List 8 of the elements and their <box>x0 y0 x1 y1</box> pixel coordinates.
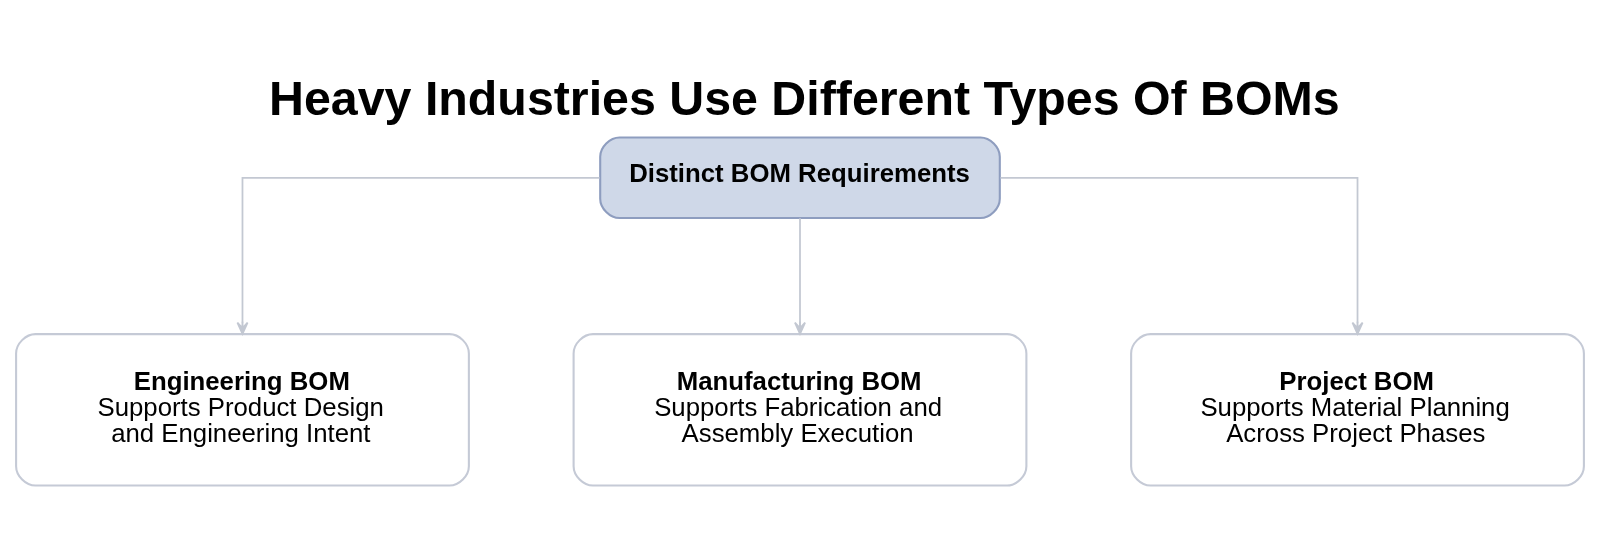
node-box: Project BOM Supports Material Planning Across Project Phases <box>1130 332 1585 487</box>
node-box: Engineering BOM Supports Product Design and Engineering Intent <box>15 332 470 487</box>
arrow <box>999 176 1364 335</box>
node-box: Distinct BOM Requirements <box>599 135 1001 219</box>
diagram-title: Heavy Industries Use Different Types Of BOMs <box>269 70 1340 125</box>
arrow <box>794 216 806 335</box>
arrow <box>236 176 601 335</box>
node-box: Manufacturing BOM Supports Fabrication and Assembly Execution <box>572 332 1028 487</box>
